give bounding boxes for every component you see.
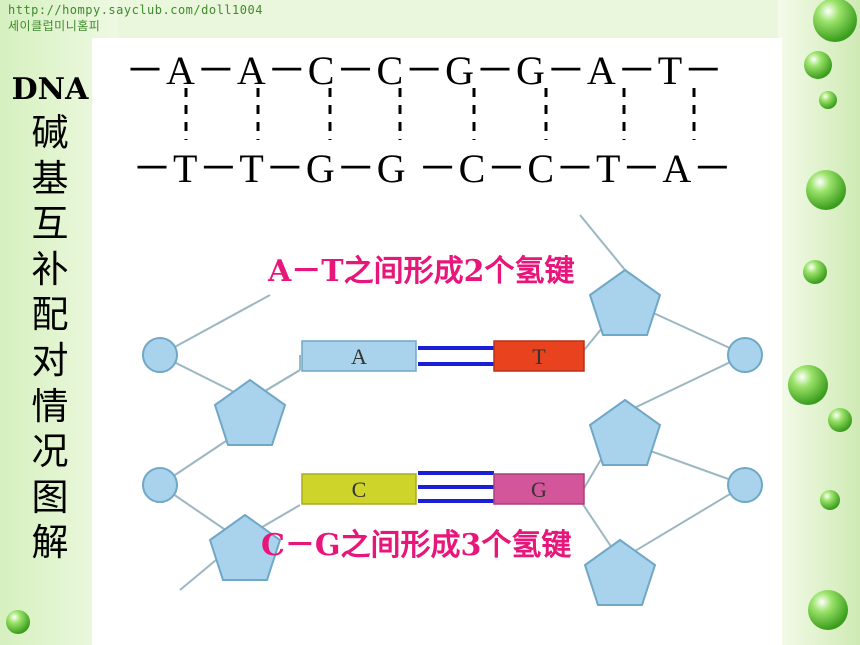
bubble-icon	[803, 260, 827, 284]
base-g-label: G	[531, 477, 547, 502]
bubble-icon	[788, 365, 828, 405]
at-hydrogen-bonds	[418, 346, 494, 366]
sugar-pentagon-icon	[213, 378, 287, 446]
bubble-icon	[819, 91, 837, 109]
side-title-char: 况	[31, 430, 69, 474]
sugar-pentagon-icon	[588, 398, 662, 466]
phosphate-icon	[727, 467, 763, 503]
bubble-icon	[820, 490, 840, 510]
phosphate-icon	[727, 337, 763, 373]
phosphate-icon	[142, 467, 178, 503]
cg-bond-label: C－G之间形成3个氢键	[261, 528, 572, 563]
bubble-icon	[828, 408, 852, 432]
side-title-char: 情	[31, 384, 69, 428]
bubble-icon	[6, 610, 30, 634]
bubble-icon	[813, 0, 857, 42]
side-title-char: 碱	[31, 111, 69, 154]
cg-hydrogen-bonds	[418, 471, 494, 503]
side-title: DNA 碱 基 互 补 配 对 情 况 图 解	[10, 70, 90, 566]
watermark-subtitle: 세이클럽미니홈피	[8, 19, 101, 33]
sugar-pentagon-icon	[208, 513, 282, 581]
base-t-label: T	[532, 344, 546, 369]
sugar-pentagon-icon	[588, 268, 662, 336]
side-title-char: 图	[31, 475, 69, 519]
bottom-strand: －T－T－G－G －C－C－T－A－	[132, 146, 734, 191]
side-title-char: 对	[31, 338, 69, 382]
base-t-block	[493, 340, 585, 372]
base-a-label: A	[351, 344, 367, 369]
bubble-group	[6, 0, 857, 634]
bubble-icon	[806, 170, 846, 210]
base-g-block	[493, 473, 585, 505]
side-title-dna: DNA	[11, 72, 89, 107]
watermark-url: http://hompy.sayclub.com/doll1004	[8, 3, 263, 17]
right-decor-strip	[778, 0, 860, 645]
watermark: http://hompy.sayclub.com/doll1004 세이클럽미니…	[8, 2, 263, 34]
side-title-char: 互	[31, 202, 69, 246]
base-c-block	[301, 473, 417, 505]
bubble-icon	[808, 590, 848, 630]
sugar-pentagon-icon	[583, 538, 657, 606]
side-title-char: 基	[31, 156, 69, 200]
at-bond-label: A－T之间形成2个氢键	[268, 254, 575, 289]
top-strand: －A－A－C－C－G－G－A－T－	[125, 48, 725, 93]
content-panel	[92, 38, 782, 645]
side-title-char: 配	[31, 293, 69, 337]
base-c-label: C	[352, 477, 367, 502]
side-title-char: 补	[31, 247, 69, 291]
phosphate-icon	[142, 337, 178, 373]
bubble-icon	[804, 51, 832, 79]
base-a-block	[301, 340, 417, 372]
side-title-char: 解	[31, 521, 69, 565]
